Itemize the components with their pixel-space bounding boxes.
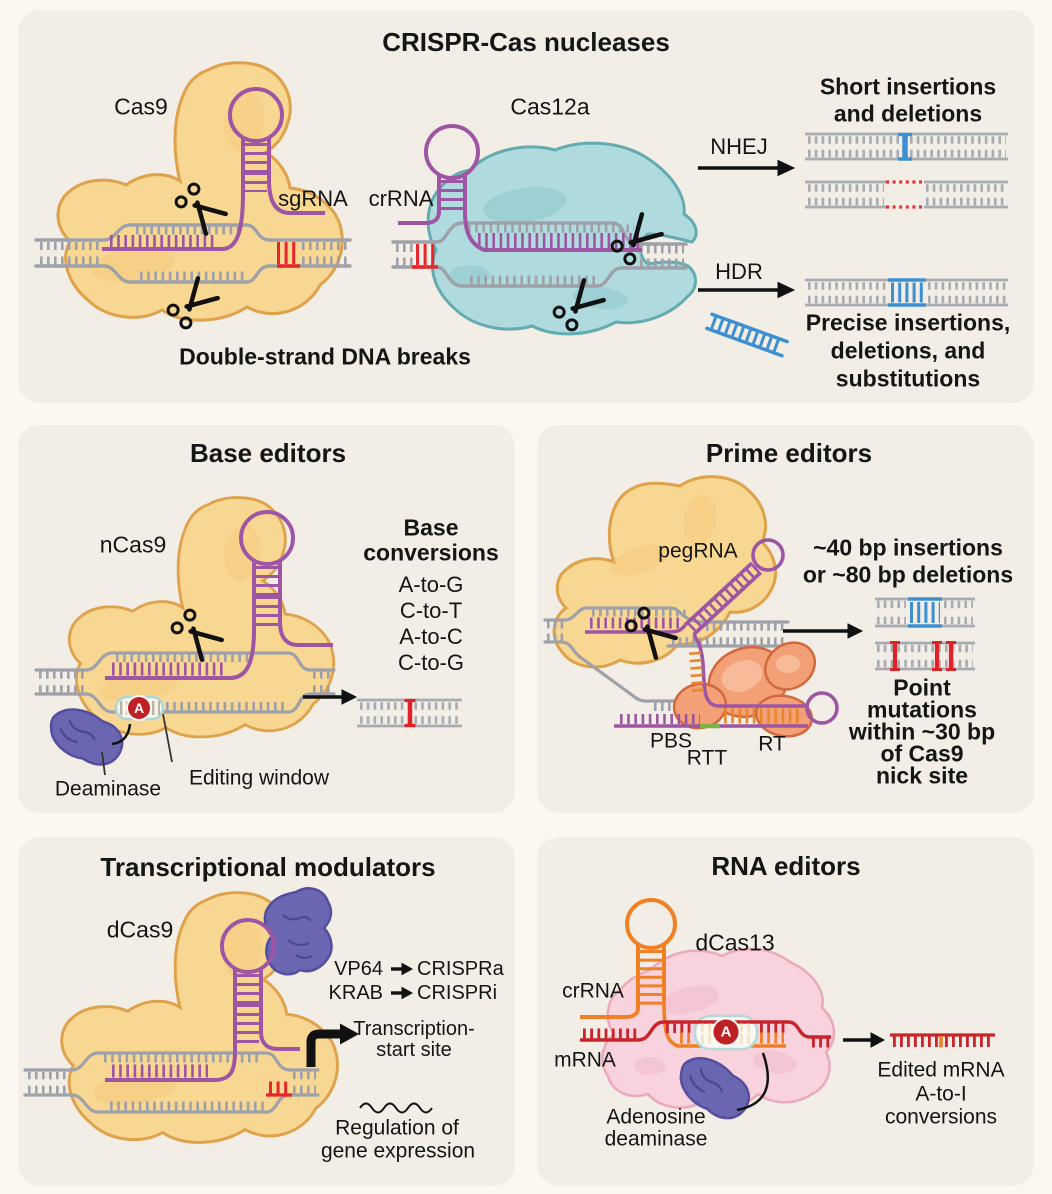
- base-editors-title: Base editors: [189, 438, 347, 468]
- conversion-c-to-g: C-to-G: [398, 650, 464, 675]
- regulation-line1: Regulation of: [335, 1116, 459, 1140]
- rna-edit-a-badge: A: [713, 1019, 739, 1045]
- prime-outcome-bottom-line3: within ~30 bp: [848, 718, 996, 745]
- hdr-outcome-line3: substitutions: [835, 365, 981, 392]
- cas9-label: Cas9: [114, 93, 168, 120]
- effector-blob: [263, 887, 333, 976]
- insertion-mark: [898, 132, 912, 161]
- base-editor-illustration: [34, 496, 462, 776]
- adenosine-line2: deaminase: [604, 1127, 708, 1151]
- rna-editors-title: RNA editors: [711, 851, 861, 881]
- prime-outcome-bottom-line4: of Cas9: [880, 740, 964, 767]
- crispri-label: CRISPRi: [417, 982, 498, 1004]
- cas12a-label: Cas12a: [510, 93, 590, 120]
- squiggle: [359, 1102, 433, 1114]
- prime-outcome-bottom-line5: nick site: [875, 762, 969, 789]
- prime-outcome-bottom-line1: Point: [893, 674, 951, 701]
- regulation-line2: gene expression: [320, 1139, 476, 1163]
- crispra-label: CRISPRa: [417, 958, 504, 980]
- hdr-label: HDR: [715, 259, 763, 284]
- point-mutation-mark: [404, 698, 416, 728]
- edited-mrna: [890, 1033, 995, 1048]
- dsb-label: Double-strand DNA breaks: [179, 343, 471, 370]
- hdr-outcome-line2: deletions, and: [830, 337, 986, 364]
- cas9-illustration: [34, 61, 352, 330]
- rt-label: RT: [758, 732, 786, 756]
- prime-insertion-ladder: [875, 597, 975, 628]
- edited-mrna-line3: conversions: [884, 1105, 998, 1129]
- prime-outcome-top-line1: ~40 bp insertions: [813, 534, 1003, 561]
- prime-editors-title: Prime editors: [705, 438, 873, 468]
- tss-arrowhead: [340, 1023, 359, 1045]
- tss-line2: start site: [376, 1039, 452, 1061]
- prime-outcome-bottom-line2: mutations: [867, 696, 977, 723]
- hdr-arrow: [698, 281, 796, 299]
- pegrna-label: pegRNA: [658, 539, 738, 563]
- editing-window-label: Editing window: [188, 766, 330, 790]
- tss-arrow: [306, 1029, 340, 1067]
- conversion-a-to-c: A-to-C: [399, 624, 463, 649]
- hdr-ladder: [805, 278, 1008, 307]
- nhej-arrow: [698, 159, 796, 177]
- ncas9-label: nCas9: [99, 531, 167, 558]
- crrna-label: crRNA: [368, 186, 434, 211]
- deaminase-label: Deaminase: [54, 777, 162, 801]
- conversion-a-to-g: A-to-G: [398, 572, 464, 597]
- insertion-ladder: [805, 132, 1008, 161]
- tss-line1: Transcription-: [353, 1018, 475, 1040]
- conversions-title-line2: conversions: [363, 539, 499, 566]
- adenosine-line1: Adenosine: [606, 1105, 706, 1129]
- prime-outcome-top-line2: or ~80 bp deletions: [802, 561, 1014, 588]
- conversions-title-line1: Base: [403, 514, 459, 541]
- transcriptional-modulators-title: Transcriptional modulators: [100, 852, 436, 882]
- prime-editor-illustration: [543, 475, 975, 738]
- rna-crrna-label: crRNA: [562, 979, 624, 1003]
- edited-mrna-line1: Edited mRNA: [877, 1058, 1005, 1082]
- mrna-label: mRNA: [554, 1048, 616, 1072]
- pbs-label: PBS: [649, 729, 693, 753]
- transcriptional-modulator-illustration: [23, 887, 433, 1144]
- rtt-label: RTT: [686, 746, 728, 770]
- sgrna-label: sgRNA: [278, 186, 348, 211]
- deletion-ladder: [805, 180, 1008, 209]
- deletion-mark: [886, 180, 924, 209]
- dcas13-label: dCas13: [695, 929, 775, 956]
- nhej-outcome-line2: and deletions: [833, 100, 983, 127]
- prime-point-mutation-ladder: [875, 641, 975, 671]
- donor-dna: [705, 312, 789, 358]
- vp64-label: VP64: [334, 958, 383, 980]
- nhej-outcome-line1: Short insertions: [819, 73, 997, 100]
- hdr-outcome-line1: Precise insertions,: [805, 309, 1011, 336]
- hdr-insert-segment: [888, 278, 926, 307]
- cas12a-illustration: [391, 126, 698, 336]
- base-edit-a-badge: A: [128, 697, 150, 719]
- dcas9-label: dCas9: [106, 916, 174, 943]
- edited-mrna-line2: A-to-I: [915, 1082, 967, 1106]
- nhej-label: NHEJ: [710, 134, 768, 159]
- nucleases-title: CRISPR-Cas nucleases: [382, 27, 670, 57]
- krab-label: KRAB: [328, 982, 383, 1004]
- conversion-c-to-t: C-to-T: [399, 598, 463, 623]
